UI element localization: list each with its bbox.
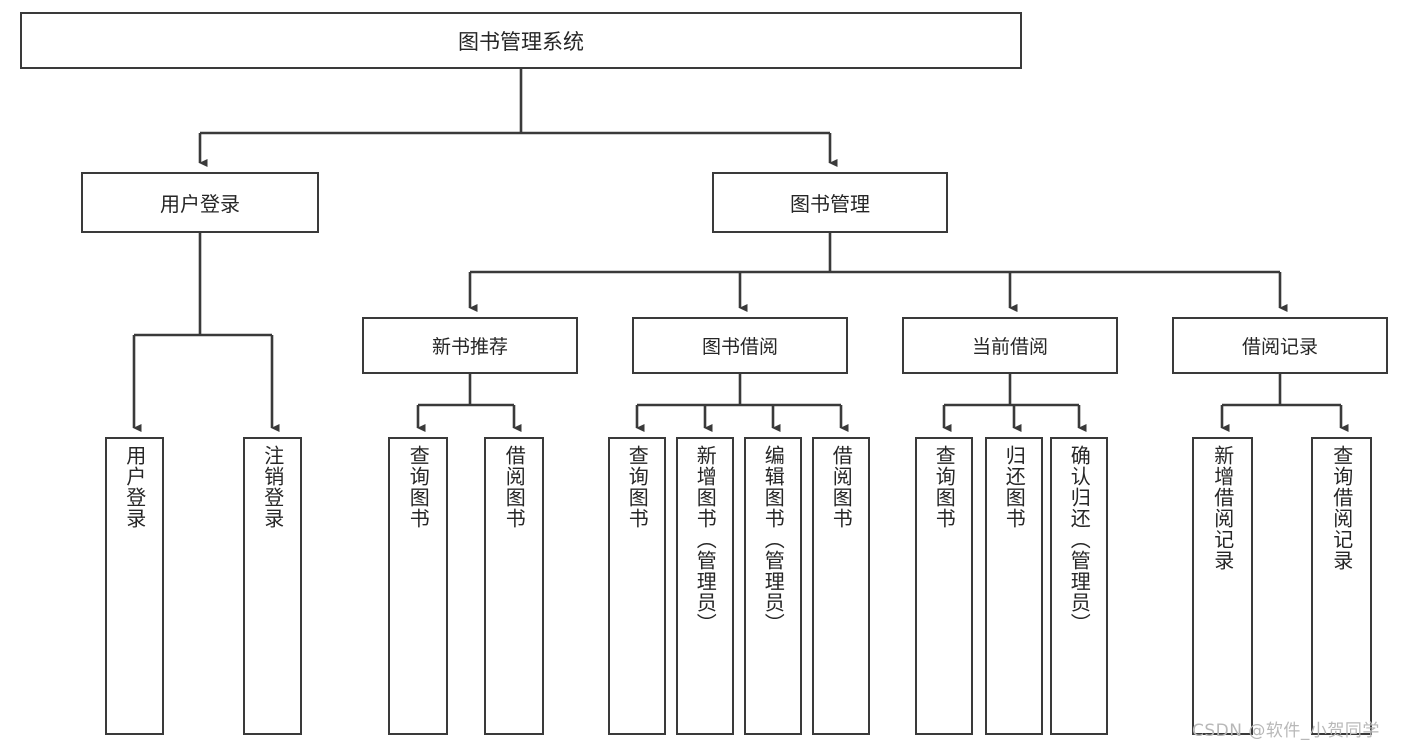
leaf-logout[interactable]: 注销登录 <box>243 437 302 735</box>
node-label: 图书管理系统 <box>458 29 584 54</box>
node-label: 查询图书 <box>625 445 650 529</box>
node-label: 借阅图书 <box>829 445 854 529</box>
leaf-query-borrow-record[interactable]: 查询借阅记录 <box>1311 437 1372 735</box>
node-book-borrow[interactable]: 图书借阅 <box>632 317 848 374</box>
node-label: 当前借阅 <box>971 336 1048 358</box>
node-borrow-record[interactable]: 借阅记录 <box>1172 317 1388 374</box>
node-label: 新增借阅记录 <box>1210 445 1235 571</box>
leaf-add-borrow-record[interactable]: 新增借阅记录 <box>1192 437 1253 735</box>
node-label: 确认归还（管理员） <box>1067 445 1092 634</box>
node-current-borrow[interactable]: 当前借阅 <box>902 317 1118 374</box>
node-label: 查询图书 <box>406 445 431 529</box>
node-label: 注销登录 <box>260 445 285 529</box>
node-book-management[interactable]: 图书管理 <box>712 172 948 233</box>
leaf-return-book[interactable]: 归还图书 <box>985 437 1043 735</box>
watermark-text: CSDN @软件_小贺同学 <box>1192 721 1380 741</box>
leaf-query-book-borrow[interactable]: 查询图书 <box>608 437 666 735</box>
node-label: 归还图书 <box>1002 445 1027 529</box>
leaf-query-book-current[interactable]: 查询图书 <box>915 437 973 735</box>
leaf-user-login[interactable]: 用户登录 <box>105 437 164 735</box>
node-label: 编辑图书（管理员） <box>761 445 786 634</box>
leaf-borrow-book[interactable]: 借阅图书 <box>812 437 870 735</box>
node-new-book-recommend[interactable]: 新书推荐 <box>362 317 578 374</box>
node-label: 借阅记录 <box>1241 336 1318 358</box>
node-label: 借阅图书 <box>502 445 527 529</box>
node-root[interactable]: 图书管理系统 <box>20 12 1022 69</box>
node-user-login[interactable]: 用户登录 <box>81 172 319 233</box>
node-label: 用户登录 <box>122 445 147 529</box>
leaf-add-book-admin[interactable]: 新增图书（管理员） <box>676 437 734 735</box>
leaf-query-book-recommend[interactable]: 查询图书 <box>388 437 448 735</box>
leaf-edit-book-admin[interactable]: 编辑图书（管理员） <box>744 437 802 735</box>
node-label: 新增图书（管理员） <box>693 445 718 634</box>
node-label: 图书借阅 <box>701 336 778 358</box>
node-label: 图书管理 <box>790 192 870 216</box>
leaf-confirm-return-admin[interactable]: 确认归还（管理员） <box>1050 437 1108 735</box>
node-label: 新书推荐 <box>431 336 508 358</box>
node-label: 用户登录 <box>160 192 240 216</box>
leaf-borrow-book-recommend[interactable]: 借阅图书 <box>484 437 544 735</box>
node-label: 查询借阅记录 <box>1329 445 1354 571</box>
csdn-watermark: CSDN @软件_小贺同学 <box>1192 716 1380 741</box>
node-label: 查询图书 <box>932 445 957 529</box>
